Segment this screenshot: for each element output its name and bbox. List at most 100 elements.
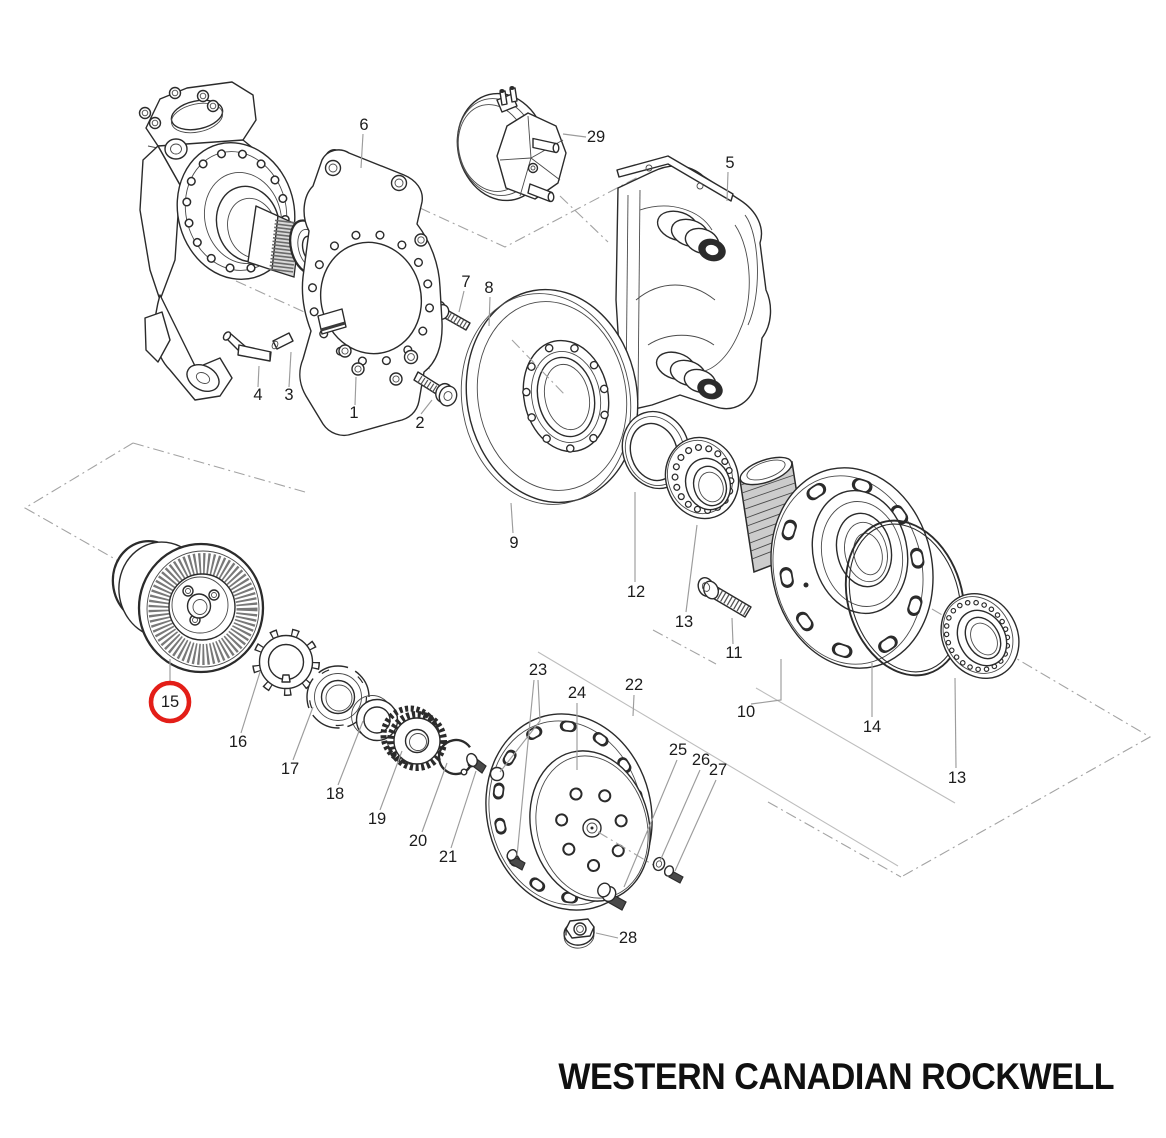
callout-12: 12: [627, 492, 645, 601]
leader-line: [288, 351, 292, 388]
callout-5: 5: [725, 154, 735, 202]
part-o-ring-26: [652, 856, 666, 872]
callout-11: 11: [725, 617, 743, 662]
leader-line: [731, 617, 734, 645]
part-number-label: 15: [161, 693, 179, 711]
leader-line: [516, 679, 535, 857]
part-number-label: 23: [529, 661, 547, 679]
callout-17: 17: [281, 706, 314, 778]
part-number-label: 13: [948, 769, 966, 787]
part-washer-18: [351, 695, 399, 742]
part-bolt-2: [413, 371, 458, 407]
part-screw-27: [663, 865, 684, 884]
leader-line: [450, 770, 477, 849]
part-steering-knuckle: [138, 81, 325, 401]
leader-line: [510, 502, 514, 534]
callout-27: 27: [674, 761, 727, 872]
callout-6: 6: [359, 116, 369, 169]
callout-13: 13: [675, 524, 698, 631]
leader-line: [420, 399, 433, 415]
callout-10: 10: [737, 659, 782, 721]
part-brake-torque-plate: [299, 149, 443, 437]
part-number-label: 25: [669, 741, 687, 759]
callout-20: 20: [409, 762, 448, 850]
part-brake-rotor: [460, 288, 639, 505]
part-splined-gear: [380, 705, 447, 771]
leader-line: [257, 365, 260, 388]
part-number-label: 7: [461, 273, 470, 291]
callout-13: 13: [948, 677, 966, 787]
leader-line: [379, 750, 403, 811]
part-number-label: 27: [709, 761, 727, 779]
part-number-label: 5: [725, 154, 734, 172]
leader-line: [659, 769, 701, 862]
part-number-label: 9: [509, 534, 518, 552]
part-number-label: 13: [675, 613, 693, 631]
part-wheel-stud: [697, 577, 752, 618]
part-brake-chamber: [456, 86, 567, 203]
callout-15: 15: [148, 659, 192, 724]
part-number-label: 3: [284, 386, 293, 404]
leader-line: [562, 133, 587, 138]
callout-4: 4: [253, 365, 263, 404]
part-key-pin: [271, 332, 294, 350]
callout-28: 28: [595, 929, 637, 947]
part-cap-bolt-25: [597, 882, 627, 911]
callout-16: 16: [229, 671, 261, 751]
part-number-label: 4: [253, 386, 262, 404]
leader-line: [954, 677, 957, 769]
leader-line: [421, 762, 448, 833]
part-number-label: 14: [863, 718, 881, 736]
callout-26: 26: [659, 751, 710, 862]
part-number-label: 2: [415, 414, 424, 432]
part-draw-key: [222, 331, 272, 362]
callout-21: 21: [439, 770, 477, 866]
callout-7: 7: [458, 273, 471, 313]
callout-9: 9: [509, 502, 519, 552]
part-outer-bearing: [940, 592, 1020, 680]
part-lock-nut: [303, 662, 373, 732]
leader-line: [458, 290, 465, 313]
callout-24: 24: [568, 684, 586, 770]
leader-line: [750, 659, 782, 705]
part-number-label: 20: [409, 832, 427, 850]
leader-line: [354, 376, 357, 406]
part-number-label: 8: [484, 279, 493, 297]
brand-logo-text: WESTERN CANADIAN ROCKWELL: [558, 1056, 1114, 1097]
leader-line: [360, 133, 364, 169]
part-plug-21: [466, 752, 487, 774]
part-lock-washer: [252, 628, 320, 696]
part-number-label: 28: [619, 929, 637, 947]
part-number-label: 6: [359, 116, 368, 134]
construction-lines: [23, 175, 1152, 878]
leader-line: [685, 524, 698, 613]
leader-line: [595, 932, 619, 939]
callout-2: 2: [415, 399, 433, 432]
part-number-label: 29: [587, 128, 605, 146]
part-wheel-hub: [739, 456, 934, 669]
callout-29: 29: [562, 128, 605, 146]
part-number-label: 12: [627, 583, 645, 601]
part-number-label: 16: [229, 733, 247, 751]
part-number-label: 10: [737, 703, 755, 721]
part-number-label: 26: [692, 751, 710, 769]
callout-18: 18: [326, 720, 364, 803]
callout-23: 23: [499, 661, 547, 857]
leader-line: [488, 296, 491, 327]
callout-3: 3: [284, 351, 294, 404]
part-number-label: 19: [368, 810, 386, 828]
callout-25: 25: [623, 741, 687, 888]
part-number-label: 11: [725, 644, 742, 662]
leader-line: [337, 720, 364, 786]
leader-line: [240, 671, 261, 734]
part-number-label: 1: [349, 404, 358, 422]
leader-line: [674, 779, 717, 872]
part-number-label: 24: [568, 684, 586, 702]
callout-19: 19: [368, 750, 403, 828]
part-number-label: 22: [625, 676, 643, 694]
highlight-ring: [148, 680, 192, 724]
part-ring-gear-hub: [111, 539, 265, 674]
